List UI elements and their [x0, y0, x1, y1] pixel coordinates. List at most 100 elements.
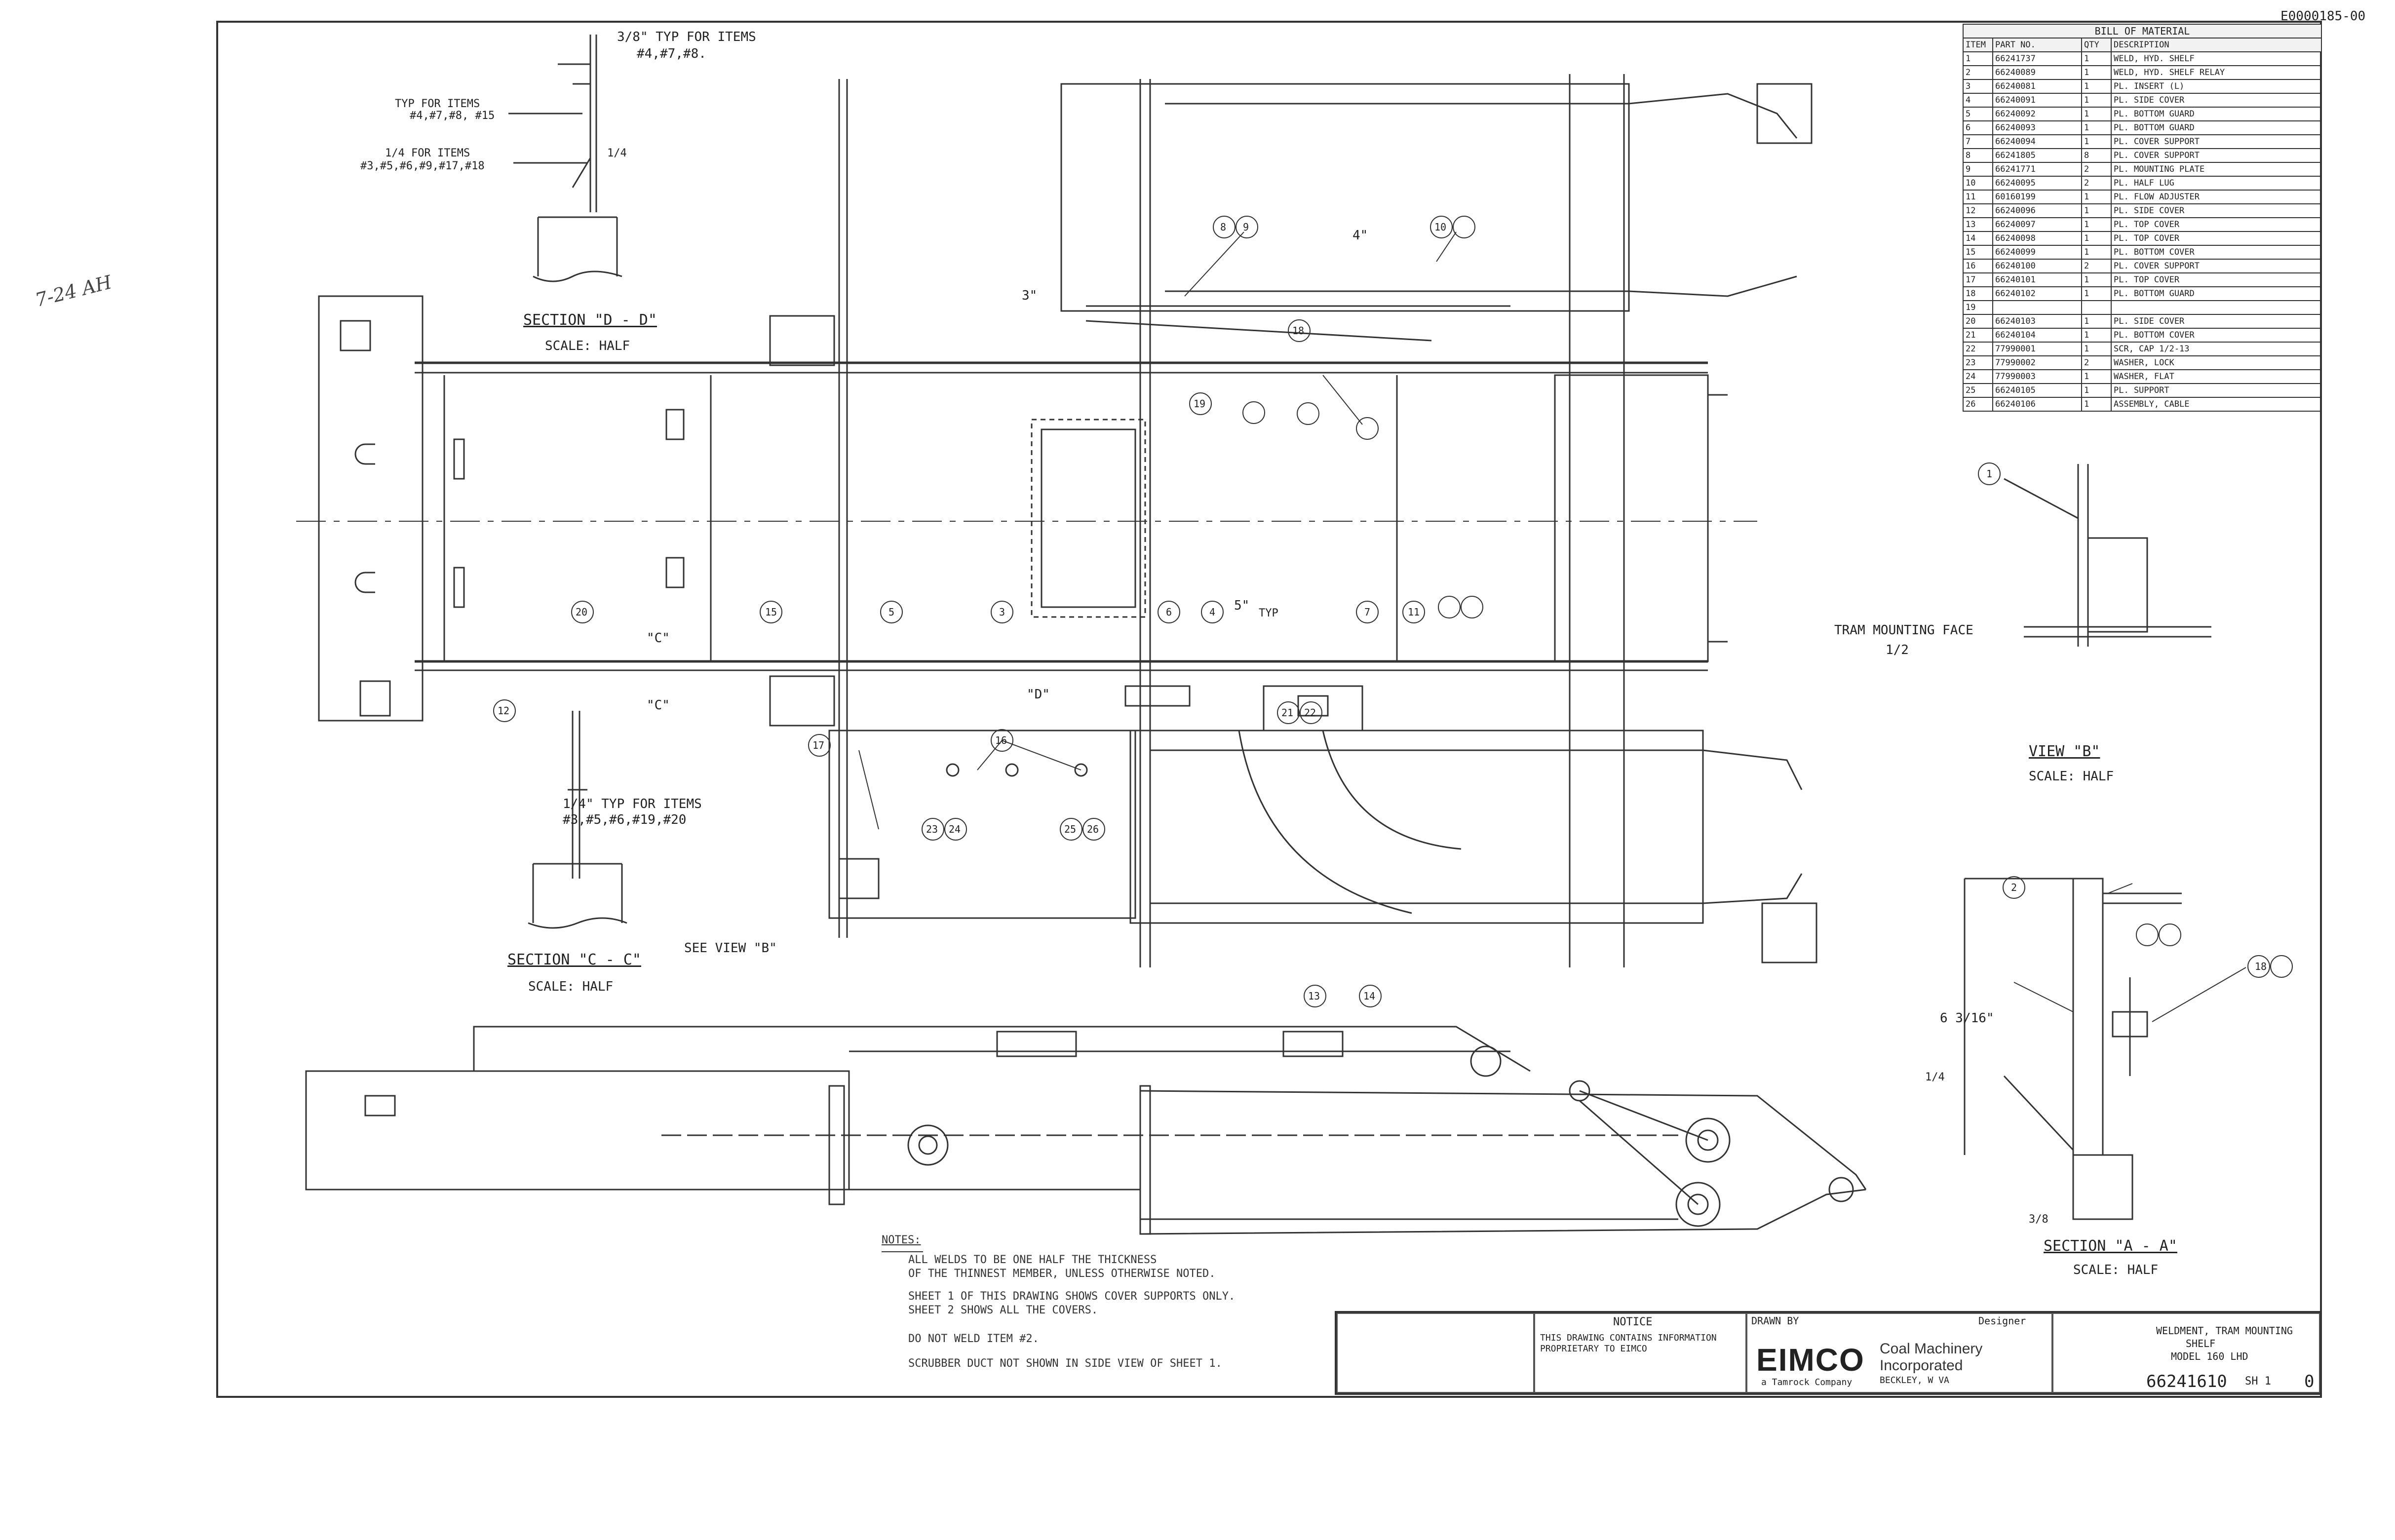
title-panel: [2052, 1313, 2320, 1393]
typ-label: TYP: [1259, 607, 1278, 619]
balloon-13: 13: [1308, 990, 1320, 1002]
bom-part-no: [1992, 300, 2082, 315]
bom-qty: 1: [2081, 120, 2112, 135]
bom-description: PL. TOP COVER: [2111, 272, 2322, 287]
cut-c-lower: "C": [647, 698, 670, 713]
sec-c-typb: #3,#5,#6,#19,#20: [563, 812, 687, 827]
sec-d-title: SECTION "D - D": [523, 311, 657, 329]
bom-part-no: 66240099: [1992, 245, 2082, 260]
bom-item: 22: [1963, 342, 1993, 356]
balloon-24: 24: [949, 823, 961, 835]
bom-item: 18: [1963, 286, 1993, 301]
tram-face: TRAM MOUNTING FACE: [1834, 623, 1973, 638]
bom-item: 7: [1963, 134, 1993, 149]
bom-part-no: 66241737: [1992, 51, 2082, 66]
bom-qty: 1: [2081, 314, 2112, 329]
balloon-20: 20: [576, 606, 588, 618]
bom-item: 10: [1963, 176, 1993, 191]
balloon-9: 9: [1243, 221, 1249, 233]
bom-description: PL. SIDE COVER: [2111, 203, 2322, 218]
bom-qty: 2: [2081, 176, 2112, 191]
bom-description: PL. BOTTOM GUARD: [2111, 120, 2322, 135]
see-view-b: SEE VIEW "B": [684, 941, 777, 956]
balloon-16: 16: [995, 734, 1007, 746]
bom-part-no: 66240081: [1992, 79, 2082, 94]
bom-description: PL. INSERT (L): [2111, 79, 2322, 94]
sec-d-dim: 1/4: [607, 147, 627, 159]
bom-qty: 1: [2081, 286, 2112, 301]
bom-description: PL. TOP COVER: [2111, 231, 2322, 246]
view-b-title: VIEW "B": [2029, 743, 2100, 760]
bom-qty: 1: [2081, 328, 2112, 343]
notice-title: NOTICE: [1613, 1316, 1653, 1328]
bom-qty: 2: [2081, 355, 2112, 370]
balloon-10: 10: [1434, 221, 1447, 233]
bom-description: PL. MOUNTING PLATE: [2111, 162, 2322, 177]
bom-description: WASHER, FLAT: [2111, 369, 2322, 384]
bom-description: WELD, HYD. SHELF RELAY: [2111, 65, 2322, 80]
balloon-5: 5: [888, 606, 895, 618]
dim-5: 5": [1234, 598, 1250, 613]
leader-lines: [858, 231, 2246, 1022]
balloon-22: 22: [1304, 707, 1316, 719]
balloon-12: 12: [498, 705, 510, 717]
balloon-3: 3: [999, 606, 1005, 618]
drawing-number: 66241610: [2146, 1372, 2227, 1391]
sec-d-typ1b: #4,#7,#8.: [637, 46, 706, 61]
balloon-15: 15: [765, 606, 777, 618]
bom-qty: 1: [2081, 383, 2112, 398]
sec-a-typ: 1/4: [1925, 1071, 1945, 1083]
bom-row: 19: [1963, 300, 2322, 315]
bom-item: 6: [1963, 120, 1993, 135]
section-c-detail: [528, 711, 627, 929]
bom-description: SCR, CAP 1/2-13: [2111, 342, 2322, 356]
bom-title: BILL OF MATERIAL: [1963, 24, 2322, 38]
bom-part-no: 66240100: [1992, 259, 2082, 273]
bom-part-no: 66240093: [1992, 120, 2082, 135]
drawing-id-corner: E0000185-00: [2280, 9, 2366, 24]
drawing-title-1: WELDMENT, TRAM MOUNTING: [2156, 1325, 2293, 1337]
bom-part-no: 66240089: [1992, 65, 2082, 80]
sec-d-typ2b: #4,#7,#8, #15: [410, 110, 495, 122]
bom-col-desc: DESCRIPTION: [2111, 38, 2322, 52]
bom-part-no: 66241771: [1992, 162, 2082, 177]
sec-c-title: SECTION "C - C": [507, 951, 641, 968]
balloon-25: 25: [1064, 823, 1077, 835]
bom-item: 3: [1963, 79, 1993, 94]
drawing-title-3: MODEL 160 LHD: [2171, 1350, 2248, 1362]
view-b-scale: SCALE: HALF: [2029, 769, 2114, 784]
bom-title-row: BILL OF MATERIAL: [1963, 24, 2322, 38]
division-1: Coal Machinery: [1880, 1341, 1983, 1357]
sec-c-scale: SCALE: HALF: [528, 979, 614, 994]
note-2b: SHEET 2 SHOWS ALL THE COVERS.: [908, 1304, 1098, 1316]
division-3: BECKLEY, W VA: [1880, 1375, 1949, 1386]
title-block: NOTICE THIS DRAWING CONTAINS INFORMATION…: [1335, 1311, 2322, 1395]
bom-description: [2111, 300, 2322, 315]
revision-grid: [1337, 1313, 1534, 1393]
dim-4: 4": [1352, 228, 1368, 243]
bom-description: PL. COVER SUPPORT: [2111, 134, 2322, 149]
sec-a-scale: SCALE: HALF: [2073, 1263, 2159, 1277]
bom-qty: 1: [2081, 93, 2112, 108]
bom-col-part: PART NO.: [1992, 38, 2082, 52]
sec-d-scale: SCALE: HALF: [545, 339, 630, 353]
view-b-detail: [2004, 464, 2211, 647]
bom-qty: 1: [2081, 369, 2112, 384]
bom-part-no: 66240091: [1992, 93, 2082, 108]
bom-item: 16: [1963, 259, 1993, 273]
balloon-2: 2: [2011, 882, 2017, 893]
sec-a-dim: 6 3/16": [1940, 1011, 1994, 1026]
bom-qty: 1: [2081, 79, 2112, 94]
eimco-logo: EIMCO: [1756, 1342, 1865, 1378]
balloon-4: 4: [1209, 606, 1216, 618]
